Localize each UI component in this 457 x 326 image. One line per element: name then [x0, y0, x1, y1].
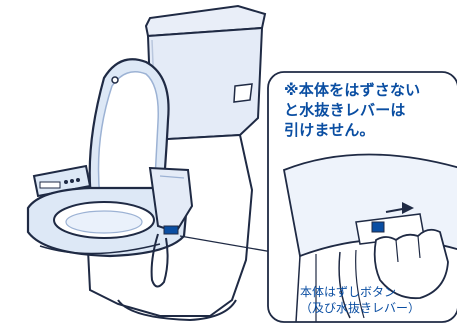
zoom-detail — [282, 153, 457, 322]
toilet-seat — [26, 186, 189, 258]
note-line-1: ※本体をはずさない — [284, 81, 421, 99]
hand-icon — [373, 228, 449, 300]
note-line-3: 引けません。 — [284, 121, 375, 139]
toilet-lid — [88, 58, 170, 208]
note-line-2: と水抜きレバーは — [284, 101, 406, 119]
toilet-tank — [144, 4, 267, 142]
caption-line-1: 本体はずしボタン — [300, 285, 397, 299]
caption-line-2: （及び水抜きレバー） — [300, 301, 421, 315]
seat-hinge-unit — [148, 166, 194, 234]
water-hose — [150, 233, 169, 288]
release-button-marker — [163, 225, 285, 255]
release-button-caption: 本体はずしボタン （及び水抜きレバー） — [300, 284, 450, 316]
removal-warning-note: ※本体をはずさない と水抜きレバーは 引けません。 — [284, 80, 456, 140]
